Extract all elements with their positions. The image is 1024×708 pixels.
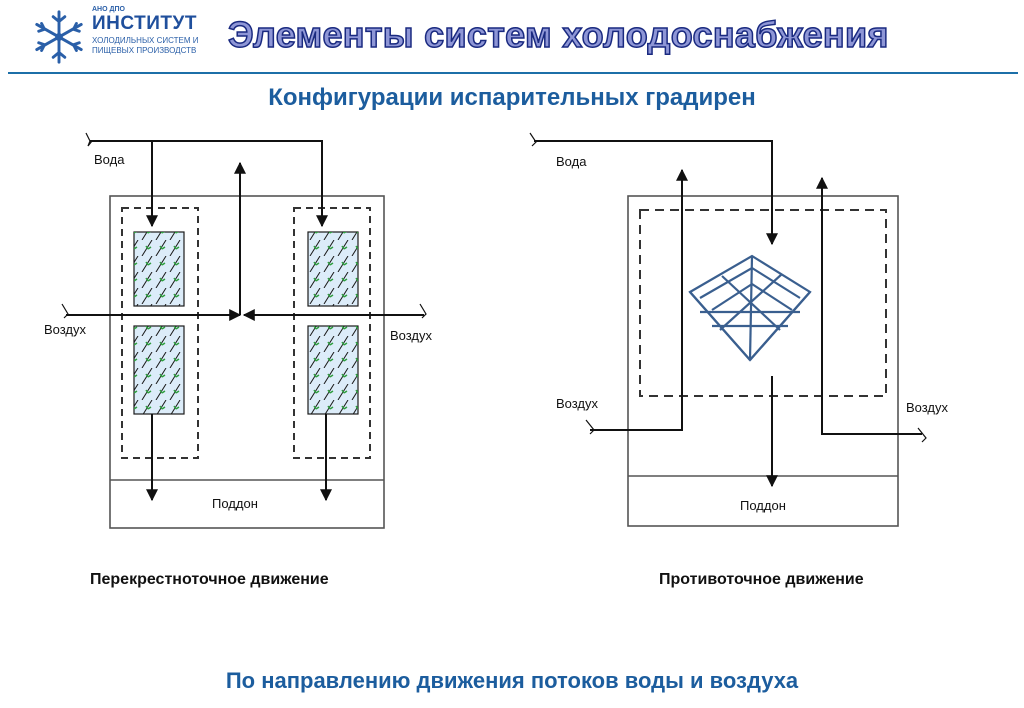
logo-name: ИНСТИТУТ (92, 13, 197, 34)
snowflake-icon (35, 10, 83, 64)
crossflow-caption: Перекрестноточное движение (90, 571, 329, 588)
counterflow-caption: Противоточное движение (659, 571, 864, 588)
air-label-left: Воздух (556, 396, 599, 411)
water-inlet-arrow-right (90, 140, 328, 228)
pan-label: Поддон (740, 498, 786, 513)
pipe-break-mark (85, 132, 93, 147)
air-flow-arrow-right (816, 176, 922, 435)
fill-media-pattern (308, 232, 358, 306)
counterflow-casing (627, 195, 899, 527)
fill-media-pattern (308, 326, 358, 414)
pipe-break-mark (419, 303, 427, 319)
fill-media-pattern (134, 232, 184, 306)
subtitle: Конфигурации испарительных градирен (268, 84, 756, 111)
logo-sub-line2: ПИЩЕВЫХ ПРОИЗВОДСТВ (92, 46, 197, 55)
counterflow-dashed-zone (639, 209, 887, 397)
air-label-right: Воздух (906, 400, 949, 415)
crossflow-diagram: Вода Воздух Воздух Поддон (44, 132, 433, 529)
pipe-break-mark (585, 419, 595, 435)
crossflow-left-dashed-zone (121, 207, 199, 459)
logo-subtitle: ХОЛОДИЛЬНЫХ СИСТЕМ И ПИЩЕВЫХ ПРОИЗВОДСТВ (92, 36, 222, 56)
air-label-right: Воздух (390, 328, 433, 343)
air-flow-arrow-left (590, 168, 688, 431)
crossflow-casing (109, 195, 385, 529)
logo-sub-line1: ХОЛОДИЛЬНЫХ СИСТЕМ И (92, 36, 199, 45)
pipe-break-mark (529, 132, 537, 147)
fill-media-pattern (134, 326, 184, 414)
slide-title: Элементы систем холодоснабжения (227, 13, 889, 56)
water-label: Вода (94, 152, 125, 167)
pan-label: Поддон (212, 496, 258, 511)
fill-lattice-image (688, 254, 812, 362)
footer-text: По направлению движения потоков воды и в… (225, 668, 799, 693)
header: АНО ДПО ИНСТИТУТ ХОЛОДИЛЬНЫХ СИСТЕМ И ПИ… (0, 0, 1024, 74)
header-divider (8, 72, 1018, 74)
water-label: Вода (556, 154, 587, 169)
water-inlet-arrow (534, 140, 778, 246)
counterflow-diagram: Вода Воздух Воздух Поддон (529, 132, 949, 527)
crossflow-right-dashed-zone (293, 207, 371, 459)
pipe-break-mark (917, 427, 927, 443)
air-label-left: Воздух (44, 322, 87, 337)
logo-small-text: АНО ДПО (92, 6, 125, 13)
